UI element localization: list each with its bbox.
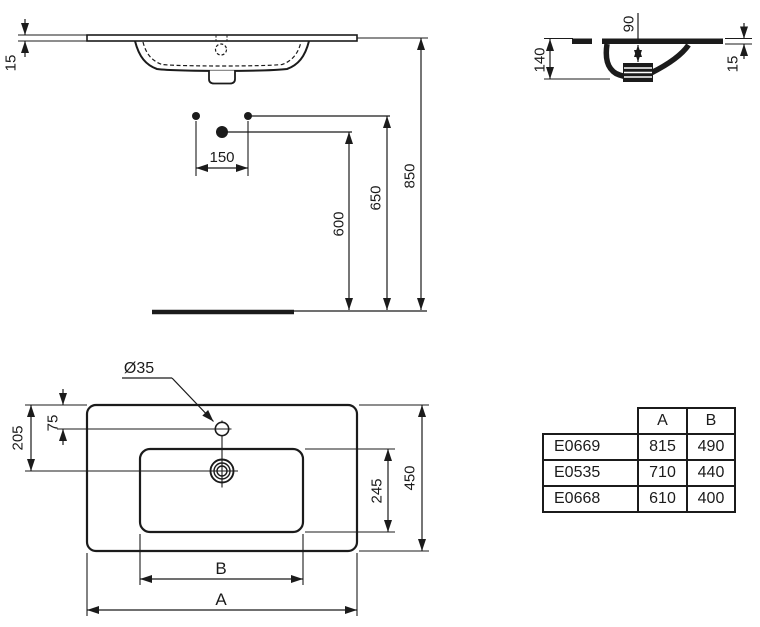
table-row: E0668 610 400 xyxy=(542,485,736,513)
model-cell: E0669 xyxy=(542,433,639,461)
dim-label-taphole-offset: 75 xyxy=(45,415,62,432)
model-cell: E0535 xyxy=(542,459,639,487)
table-row: E0669 815 490 xyxy=(542,433,736,461)
dim-label-bowl-depth: 90 xyxy=(621,16,638,33)
dim-label-taphole-diameter: Ø35 xyxy=(124,360,154,377)
table-header-row: A B xyxy=(543,407,736,435)
value-b-cell: 440 xyxy=(686,459,736,487)
table-header-b: B xyxy=(686,407,736,435)
dim-label-overall-depth: 450 xyxy=(402,465,419,490)
dim-label-taphole-spacing: 150 xyxy=(209,149,234,166)
dim-label-outlet-height: 600 xyxy=(331,211,348,236)
value-b-cell: 400 xyxy=(686,485,736,513)
dim-label-bowl-front-to-back: 245 xyxy=(369,478,386,503)
dim-label-edge-thickness: 15 xyxy=(725,56,742,73)
dim-label-outlet-offset: 205 xyxy=(10,425,27,450)
dim-label-rim-thickness: 15 xyxy=(3,55,20,72)
rim-slab-front xyxy=(86,34,358,42)
value-a-cell: 710 xyxy=(637,459,688,487)
side-section-view xyxy=(544,13,752,82)
leader-line xyxy=(171,377,214,422)
table-row: E0535 710 440 xyxy=(542,459,736,487)
plan-view xyxy=(25,377,429,616)
basin-body-front xyxy=(134,40,310,72)
dim-label-rim-height: 850 xyxy=(402,163,419,188)
dim-label-overall-width: A xyxy=(215,590,227,609)
dim-label-bowl-width: B xyxy=(215,559,226,578)
overflow-hole xyxy=(214,43,228,56)
dim-label-total-depth: 140 xyxy=(532,47,549,72)
taphole-cut xyxy=(592,37,602,45)
model-cell: E0668 xyxy=(542,485,639,513)
fixing-hole-left xyxy=(192,112,200,120)
basin-inner-hidden-line xyxy=(142,41,302,67)
table-header-a: A xyxy=(637,407,688,435)
value-a-cell: 610 xyxy=(637,485,688,513)
rim-slab-section xyxy=(572,38,723,44)
value-b-cell: 490 xyxy=(686,433,736,461)
drain-stub-front xyxy=(208,70,236,85)
table-corner-cell xyxy=(543,408,638,434)
value-a-cell: 815 xyxy=(637,433,688,461)
dim-label-fixing-height: 650 xyxy=(368,185,385,210)
front-view xyxy=(18,19,428,315)
size-table: A B E0669 815 490 E0535 710 440 E0668 61… xyxy=(542,407,736,513)
